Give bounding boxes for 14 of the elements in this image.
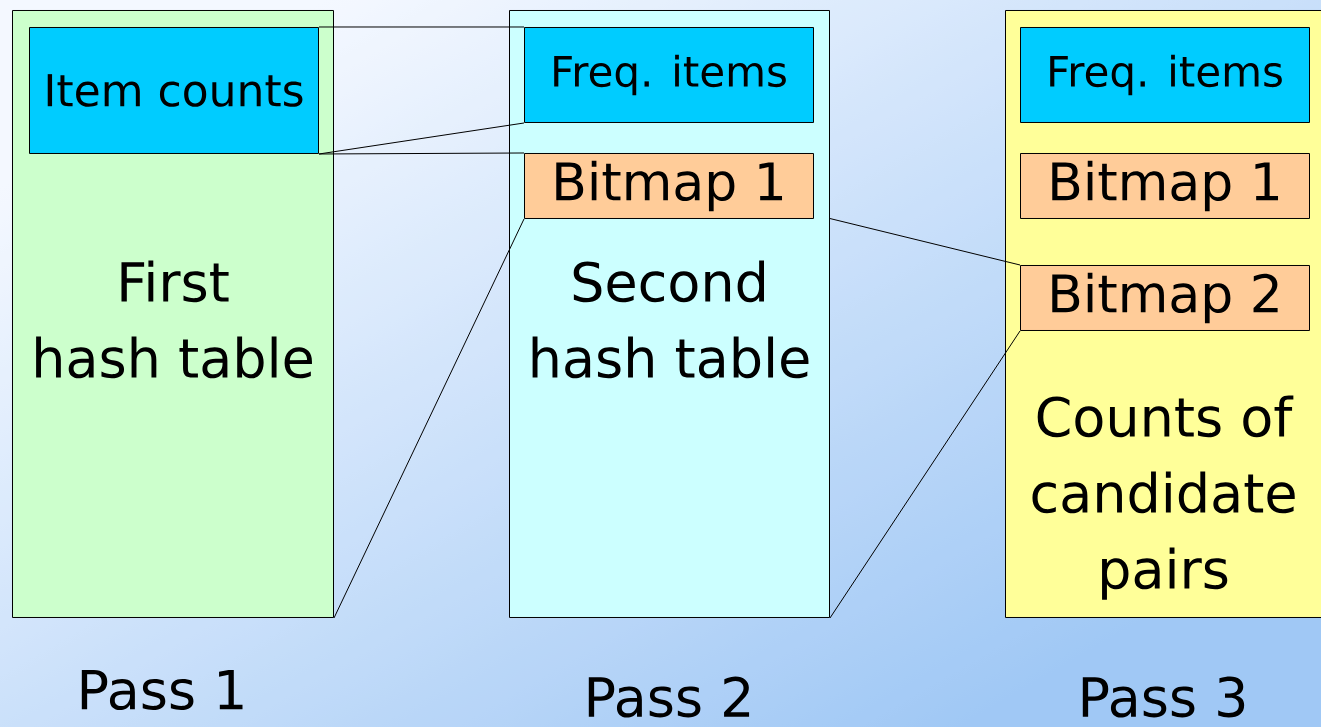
memory-box: Freq. items	[524, 27, 814, 123]
pass-label: Pass 3	[1082, 676, 1245, 718]
connector-line	[829, 218, 1021, 266]
connector-line	[333, 218, 525, 619]
connector-line	[318, 152, 525, 155]
memory-box: Freq. items	[1020, 27, 1310, 123]
connector-line	[829, 330, 1021, 619]
memory-box: Bitmap 2	[1020, 265, 1310, 331]
memory-box: Bitmap 1	[524, 153, 814, 219]
pass-label: Pass 1	[81, 669, 243, 711]
memory-box: Item counts	[29, 27, 319, 154]
memory-box: Bitmap 1	[1020, 153, 1310, 219]
pass-label: Pass 2	[588, 676, 750, 718]
connector-line	[318, 26, 525, 28]
